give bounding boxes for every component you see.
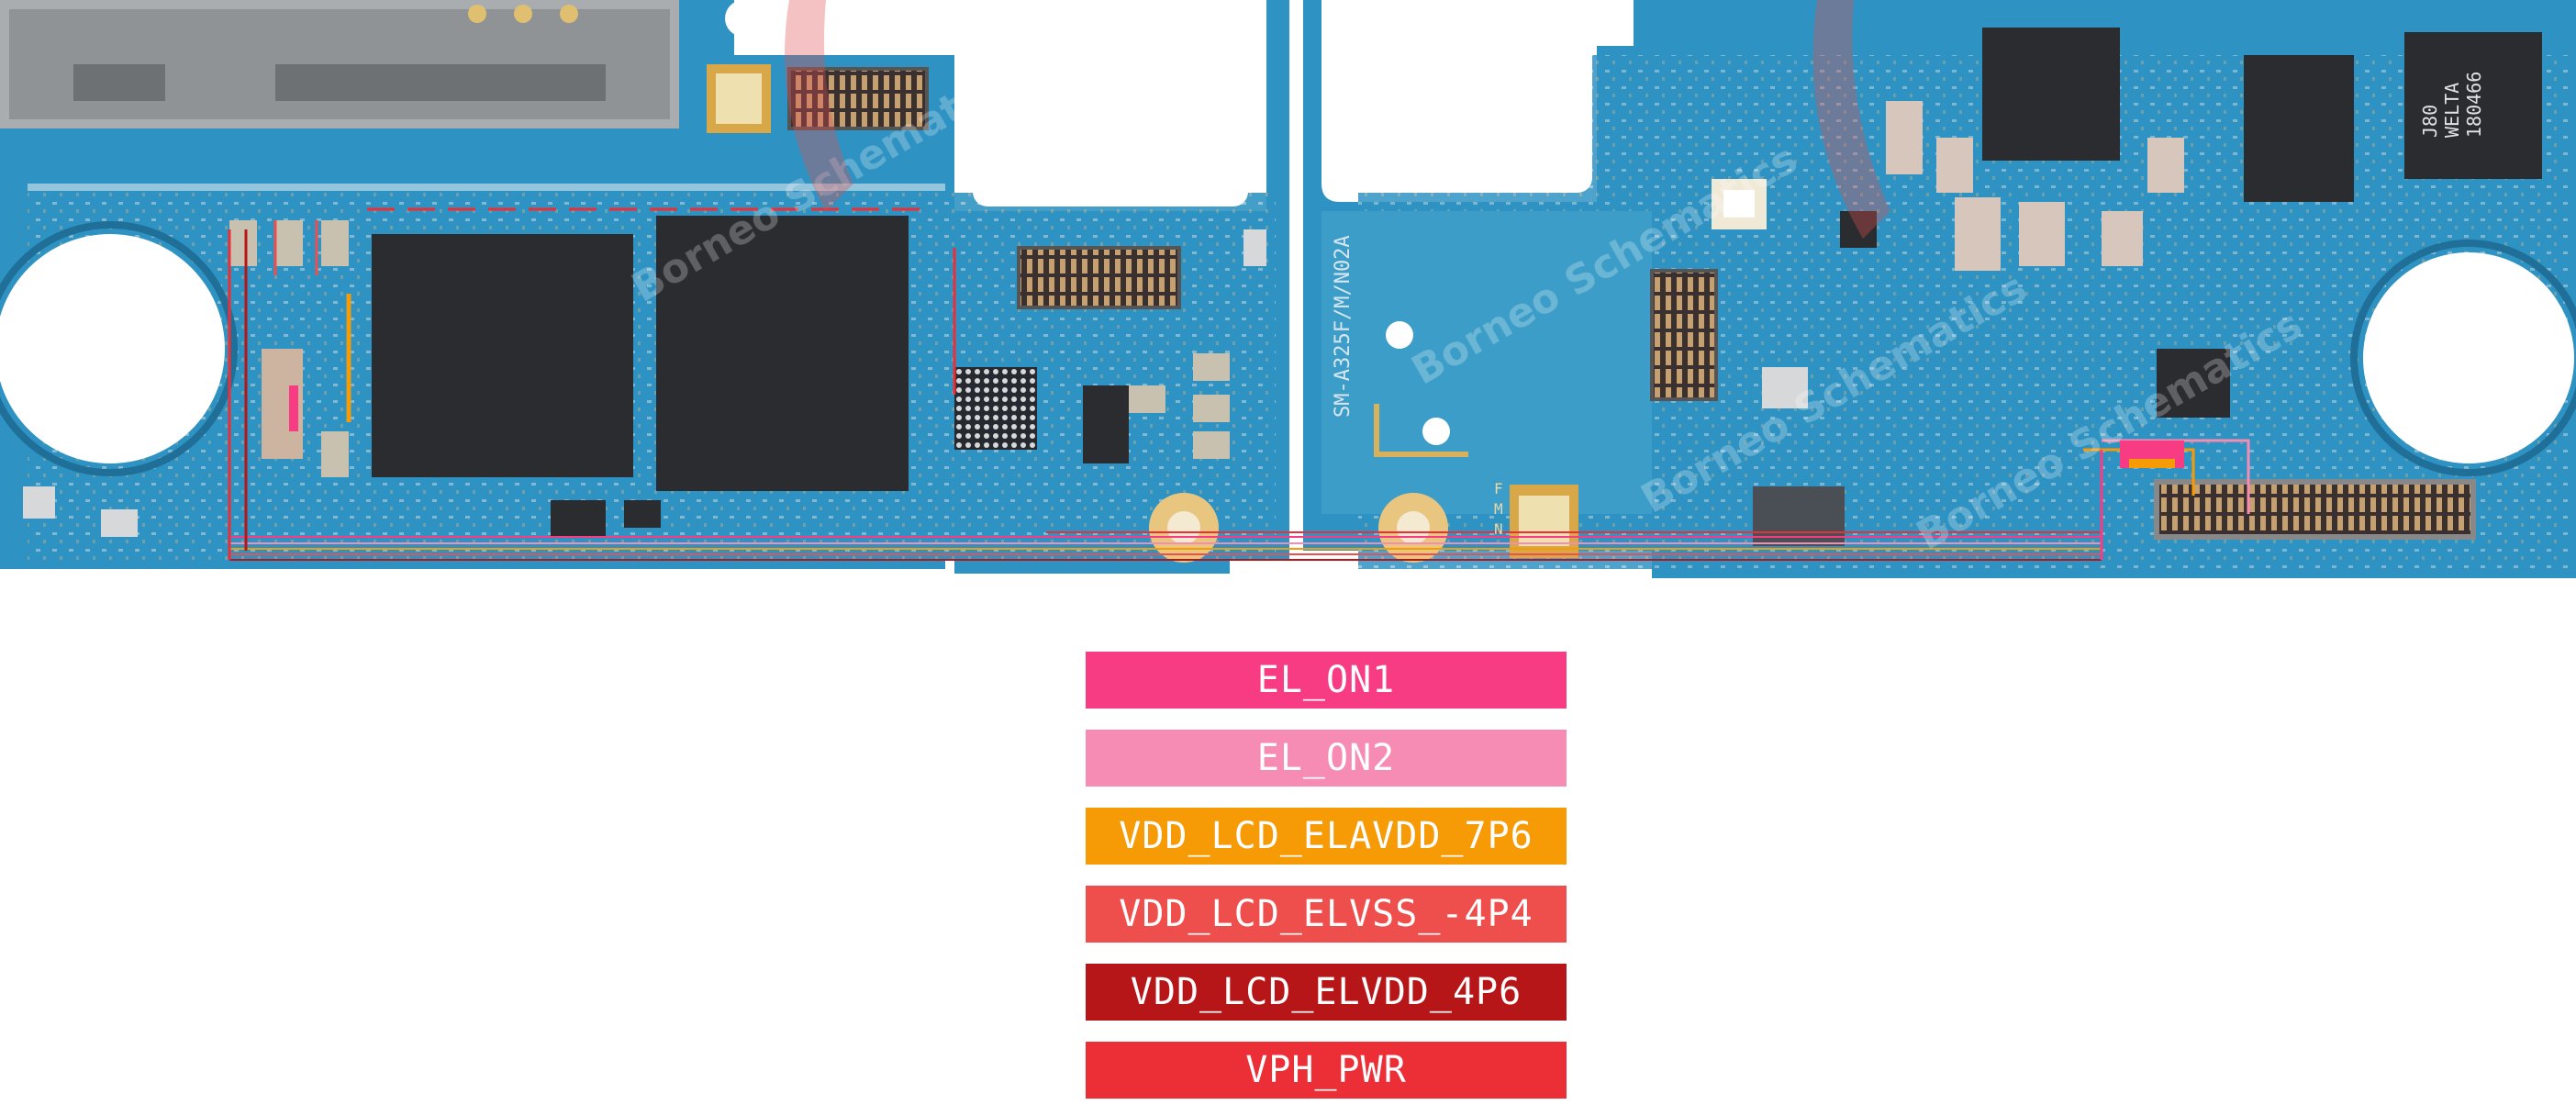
legend-el-on1: EL_ON1 xyxy=(1086,652,1567,709)
legend-vdd-lcd-elvss: VDD_LCD_ELVSS_-4P4 xyxy=(1086,886,1567,943)
left-board xyxy=(0,0,1289,574)
pin-label: M xyxy=(1494,500,1503,518)
chip-label-text: J80WELTA180466 xyxy=(2419,72,2485,138)
legend-label: VDD_LCD_ELAVDD_7P6 xyxy=(1119,815,1533,857)
right-board xyxy=(1303,0,2576,578)
legend-label: EL_ON1 xyxy=(1256,659,1396,701)
legend-vph-pwr: VPH_PWR xyxy=(1086,1042,1567,1099)
board-model-label: SM-A325F/M/N02A xyxy=(1332,235,1355,418)
trace-lines xyxy=(228,207,2250,561)
legend-vdd-lcd-elavdd: VDD_LCD_ELAVDD_7P6 xyxy=(1086,808,1567,865)
legend-vdd-lcd-elvdd: VDD_LCD_ELVDD_4P6 xyxy=(1086,964,1567,1021)
pcb-board: SM-A325F/M/N02A J80WELTA180466 F M N Bor… xyxy=(0,0,2576,578)
legend-el-on2: EL_ON2 xyxy=(1086,730,1567,787)
legend-label: EL_ON2 xyxy=(1256,737,1396,779)
legend-label: VPH_PWR xyxy=(1245,1049,1407,1091)
watermark-logo xyxy=(785,0,1890,239)
pin-labels: F M N xyxy=(1494,480,1503,538)
legend-label: VDD_LCD_ELVSS_-4P4 xyxy=(1119,893,1533,935)
pin-label: F xyxy=(1494,480,1503,497)
chip-label: J80WELTA180466 xyxy=(2419,72,2485,138)
pin-label: N xyxy=(1494,520,1503,538)
legend-label: VDD_LCD_ELVDD_4P6 xyxy=(1130,971,1522,1013)
